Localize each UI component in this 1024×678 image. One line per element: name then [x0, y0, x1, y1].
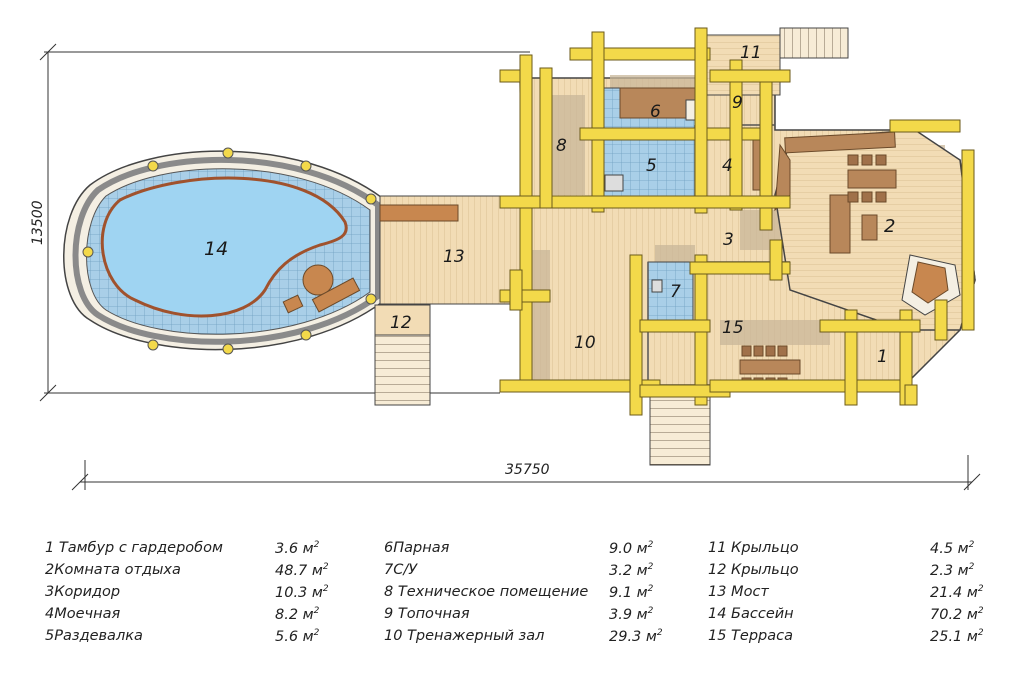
dimension-height-label: 13500	[30, 200, 46, 245]
room-label-9: 9	[732, 93, 743, 113]
room-label-6: 6	[650, 102, 661, 122]
entrance-stairs	[649, 394, 711, 466]
room-label-15: 15	[722, 318, 744, 338]
room-label-2: 2	[884, 216, 895, 237]
room-label-3: 3	[723, 230, 734, 250]
room-label-5: 5	[646, 156, 657, 176]
room-label-12: 12	[390, 313, 412, 333]
dimension-width-label: 35750	[505, 462, 550, 478]
room-label-7: 7	[670, 282, 681, 302]
main-building	[499, 27, 976, 466]
room-label-14: 14	[204, 238, 228, 260]
room-label-11: 11	[740, 43, 762, 63]
room-label-8: 8	[556, 136, 567, 156]
room-label-10: 10	[574, 333, 596, 353]
bridge-13	[379, 195, 526, 305]
room-label-1: 1	[877, 347, 888, 367]
pool-pavilion	[63, 147, 386, 355]
room-label-4: 4	[722, 156, 733, 176]
pool-water	[100, 176, 348, 318]
room-label-13: 13	[443, 247, 465, 267]
